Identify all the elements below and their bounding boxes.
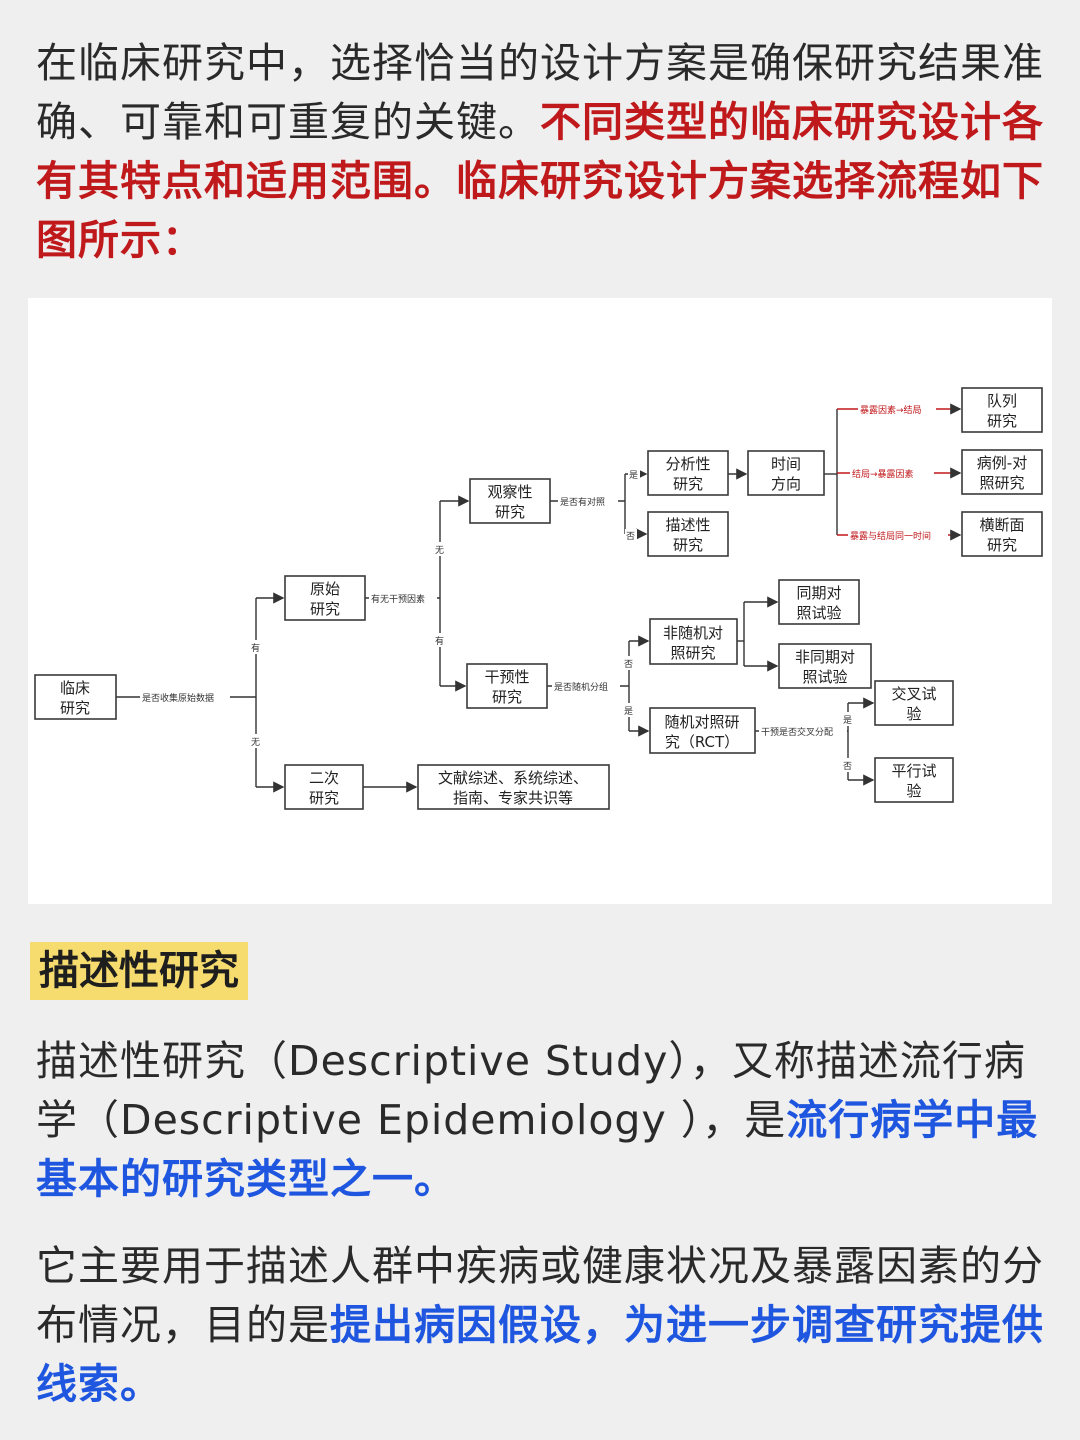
- node-secondary-research: 二次 研究: [284, 764, 364, 810]
- svg-text:研究: 研究: [309, 789, 339, 807]
- label-yes-analytical: 是: [629, 470, 638, 481]
- svg-text:究（RCT）: 究（RCT）: [665, 733, 739, 751]
- label-has-control: 是否有对照: [560, 496, 605, 508]
- svg-text:交叉试: 交叉试: [891, 685, 936, 703]
- svg-text:随机对照研: 随机对照研: [664, 713, 739, 731]
- node-interventional-research: 干预性 研究: [466, 663, 548, 709]
- svg-text:研究: 研究: [492, 688, 522, 706]
- descriptive-purpose-paragraph: 它主要用于描述人群中疾病或健康状况及暴露因素的分布情况，目的是提出病因假设，为进…: [36, 1237, 1048, 1414]
- svg-text:研究: 研究: [987, 412, 1017, 430]
- desc1-plain-text: 描述性研究（Descriptive Study），又称描述流行病学（Descri…: [36, 1037, 1026, 1144]
- svg-text:研究: 研究: [673, 536, 703, 554]
- node-rct: 随机对照研 究（RCT）: [649, 707, 756, 754]
- intro-paragraph: 在临床研究中，选择恰当的设计方案是确保研究结果准确、可靠和可重复的关键。不同类型…: [36, 34, 1048, 270]
- label-no-secondary: 无: [251, 737, 260, 748]
- svg-text:指南、专家共识等: 指南、专家共识等: [453, 789, 573, 807]
- section-heading: 描述性研究: [30, 942, 248, 1000]
- node-literature-review: 文献综述、系统综述、 指南、专家共识等: [417, 764, 610, 810]
- svg-text:队列: 队列: [987, 392, 1017, 410]
- svg-text:时间: 时间: [771, 455, 801, 473]
- svg-text:验: 验: [906, 705, 921, 723]
- svg-text:方向: 方向: [771, 475, 801, 493]
- descriptive-definition-paragraph: 描述性研究（Descriptive Study），又称描述流行病学（Descri…: [36, 1032, 1048, 1209]
- svg-text:临床: 临床: [60, 679, 90, 697]
- node-analytical-research: 分析性 研究: [647, 450, 729, 496]
- label-crossover-question: 干预是否交叉分配: [761, 726, 833, 738]
- node-crossover-trial: 交叉试 验: [874, 680, 954, 726]
- label-exposure-outcome: 暴露因素→结局: [860, 404, 922, 416]
- svg-text:照研究: 照研究: [979, 474, 1024, 492]
- node-primary-research: 原始 研究: [284, 575, 366, 621]
- svg-text:描述性: 描述性: [665, 516, 710, 534]
- label-simultaneous: 暴露与结局同一时间: [850, 530, 931, 542]
- svg-text:研究: 研究: [60, 699, 90, 717]
- svg-text:文献综述、系统综述、: 文献综述、系统综述、: [438, 769, 588, 787]
- label-yes-primary: 有: [251, 642, 260, 654]
- label-no-parallel: 否: [843, 761, 852, 772]
- desc2-highlight-text: 提出病因假设，为进一步调查研究提供线索。: [36, 1301, 1044, 1408]
- node-observational-research: 观察性 研究: [469, 478, 551, 524]
- node-clinical-research: 临床 研究: [34, 674, 117, 720]
- svg-text:研究: 研究: [673, 475, 703, 493]
- label-collect-raw: 是否收集原始数据: [142, 692, 214, 704]
- label-no-observational: 无: [435, 545, 444, 556]
- svg-text:分析性: 分析性: [665, 455, 710, 473]
- node-parallel-trial: 平行试 验: [874, 757, 954, 803]
- desc1-highlight-text: 流行病学中最基本的研究类型之一。: [36, 1096, 1039, 1203]
- label-intervention-factor: 有无干预因素: [371, 593, 425, 605]
- study-design-flowchart: 是否收集原始数据 有 无 有无干预因素 无 有 是否有对照 是 否 暴露因素→结…: [34, 387, 1043, 810]
- intro-highlight-text: 不同类型的临床研究设计各有其特点和适用范围。临床研究设计方案选择流程如下图所示：: [36, 98, 1044, 264]
- node-concurrent-trial: 同期对 照试验: [778, 579, 860, 625]
- node-descriptive-research: 描述性 研究: [647, 511, 729, 557]
- svg-text:二次: 二次: [309, 769, 339, 787]
- node-nonconcurrent-trial: 非同期对 照试验: [778, 643, 872, 689]
- intro-plain-text: 在临床研究中，选择恰当的设计方案是确保研究结果准确、可靠和可重复的关键。: [36, 39, 1044, 146]
- svg-text:验: 验: [906, 782, 921, 800]
- svg-text:照试验: 照试验: [796, 604, 841, 622]
- svg-text:原始: 原始: [310, 580, 340, 598]
- label-yes-crossover: 是: [843, 715, 852, 726]
- node-nonrandom-controlled: 非随机对 照研究: [649, 618, 738, 665]
- label-random-group: 是否随机分组: [554, 681, 608, 693]
- label-yes-rct: 是: [624, 706, 633, 717]
- svg-text:研究: 研究: [495, 503, 525, 521]
- label-no-descriptive: 否: [626, 531, 635, 542]
- flowchart-card: 是否收集原始数据 有 无 有无干预因素 无 有 是否有对照 是 否 暴露因素→结…: [28, 298, 1052, 904]
- svg-text:平行试: 平行试: [891, 762, 936, 780]
- label-no-nonrandom: 否: [624, 659, 633, 670]
- desc2-plain-text: 它主要用于描述人群中疾病或健康状况及暴露因素的分布情况，目的是: [36, 1242, 1044, 1349]
- svg-text:同期对: 同期对: [796, 584, 841, 602]
- node-case-control-study: 病例-对 照研究: [961, 449, 1043, 495]
- svg-text:观察性: 观察性: [487, 483, 532, 501]
- svg-text:病例-对: 病例-对: [977, 454, 1027, 472]
- node-cohort-study: 队列 研究: [961, 387, 1043, 433]
- svg-text:干预性: 干预性: [484, 668, 529, 686]
- svg-text:照试验: 照试验: [802, 668, 847, 686]
- svg-text:非随机对: 非随机对: [663, 624, 723, 642]
- svg-text:横断面: 横断面: [979, 516, 1024, 534]
- flowchart-edge-labels: 是否收集原始数据 有 无 有无干预因素 无 有 是否有对照 是 否 暴露因素→结…: [140, 403, 948, 772]
- node-cross-sectional-study: 横断面 研究: [961, 511, 1043, 557]
- label-yes-interventional: 有: [435, 635, 444, 647]
- label-outcome-exposure: 结局→暴露因素: [852, 468, 914, 480]
- svg-text:非同期对: 非同期对: [795, 648, 855, 666]
- svg-text:研究: 研究: [310, 600, 340, 618]
- svg-text:照研究: 照研究: [670, 644, 715, 662]
- node-time-direction: 时间 方向: [747, 450, 825, 496]
- svg-text:研究: 研究: [987, 536, 1017, 554]
